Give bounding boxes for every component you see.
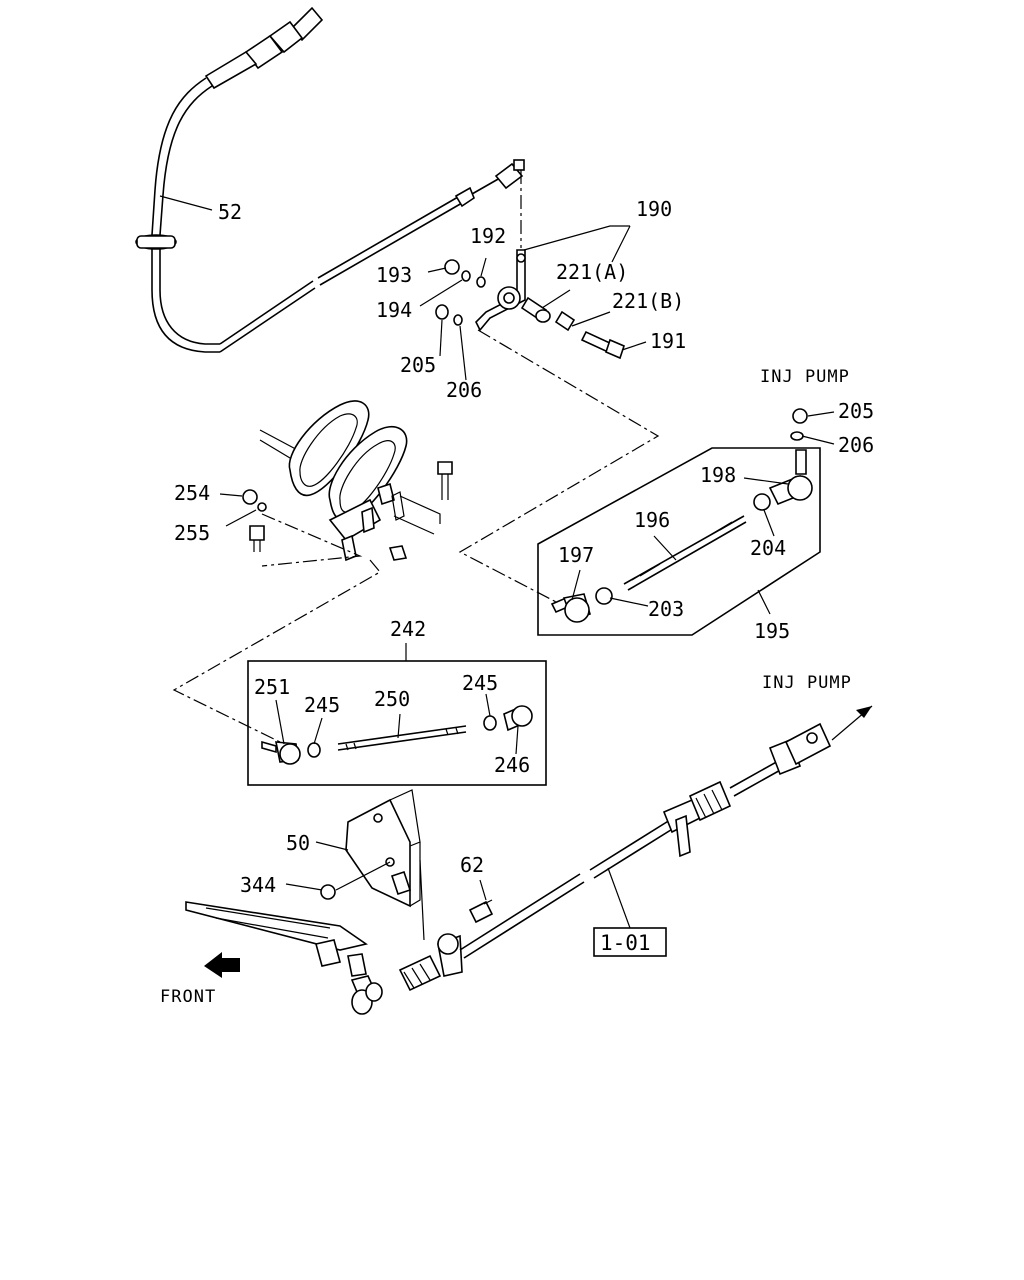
label-204: 204 [750,536,786,560]
label-192: 192 [470,224,506,248]
label-191: 191 [650,329,686,353]
ref-box-1-01 [593,927,667,957]
cable-52 [135,6,525,353]
label-inj-pump-bottom: INJ PUMP [762,673,852,693]
label-242: 242 [390,617,426,641]
label-193: 193 [376,263,412,287]
label-197: 197 [558,543,594,567]
label-203: 203 [648,597,684,621]
label-205-right: 205 [838,399,874,423]
label-195: 195 [754,619,790,643]
label-344: 344 [240,873,276,897]
rod-250 [261,705,533,765]
label-246: 246 [494,753,530,777]
label-251: 251 [254,675,290,699]
bracket-50 [345,789,421,908]
label-254: 254 [174,481,210,505]
label-inj-pump-top: INJ PUMP [760,367,850,387]
label-245-left: 245 [304,693,340,717]
label-196: 196 [634,508,670,532]
front-arrow-icon [204,952,240,978]
label-198: 198 [700,463,736,487]
accelerator-pedal [185,901,383,1015]
assembly-box-195 [537,447,821,636]
label-194: 194 [376,298,412,322]
label-245-right: 245 [462,671,498,695]
label-206-upper: 206 [446,378,482,402]
pedal-assembly [242,400,453,562]
label-ref-1-01: 1-01 [600,931,651,955]
label-221b: 221(B) [612,289,684,313]
label-62: 62 [460,853,484,877]
label-50: 50 [286,831,310,855]
label-255: 255 [174,521,210,545]
label-205-upper: 205 [400,353,436,377]
label-206-right: 206 [838,433,874,457]
assembly-box-242 [247,660,547,786]
label-221a: 221(A) [556,260,628,284]
label-190: 190 [636,197,672,221]
rod-196 [550,408,813,623]
label-52: 52 [218,200,242,224]
label-250: 250 [374,687,410,711]
bracket-190 [435,249,625,360]
label-front: FRONT [160,987,216,1007]
cable-1-01 [398,722,832,992]
